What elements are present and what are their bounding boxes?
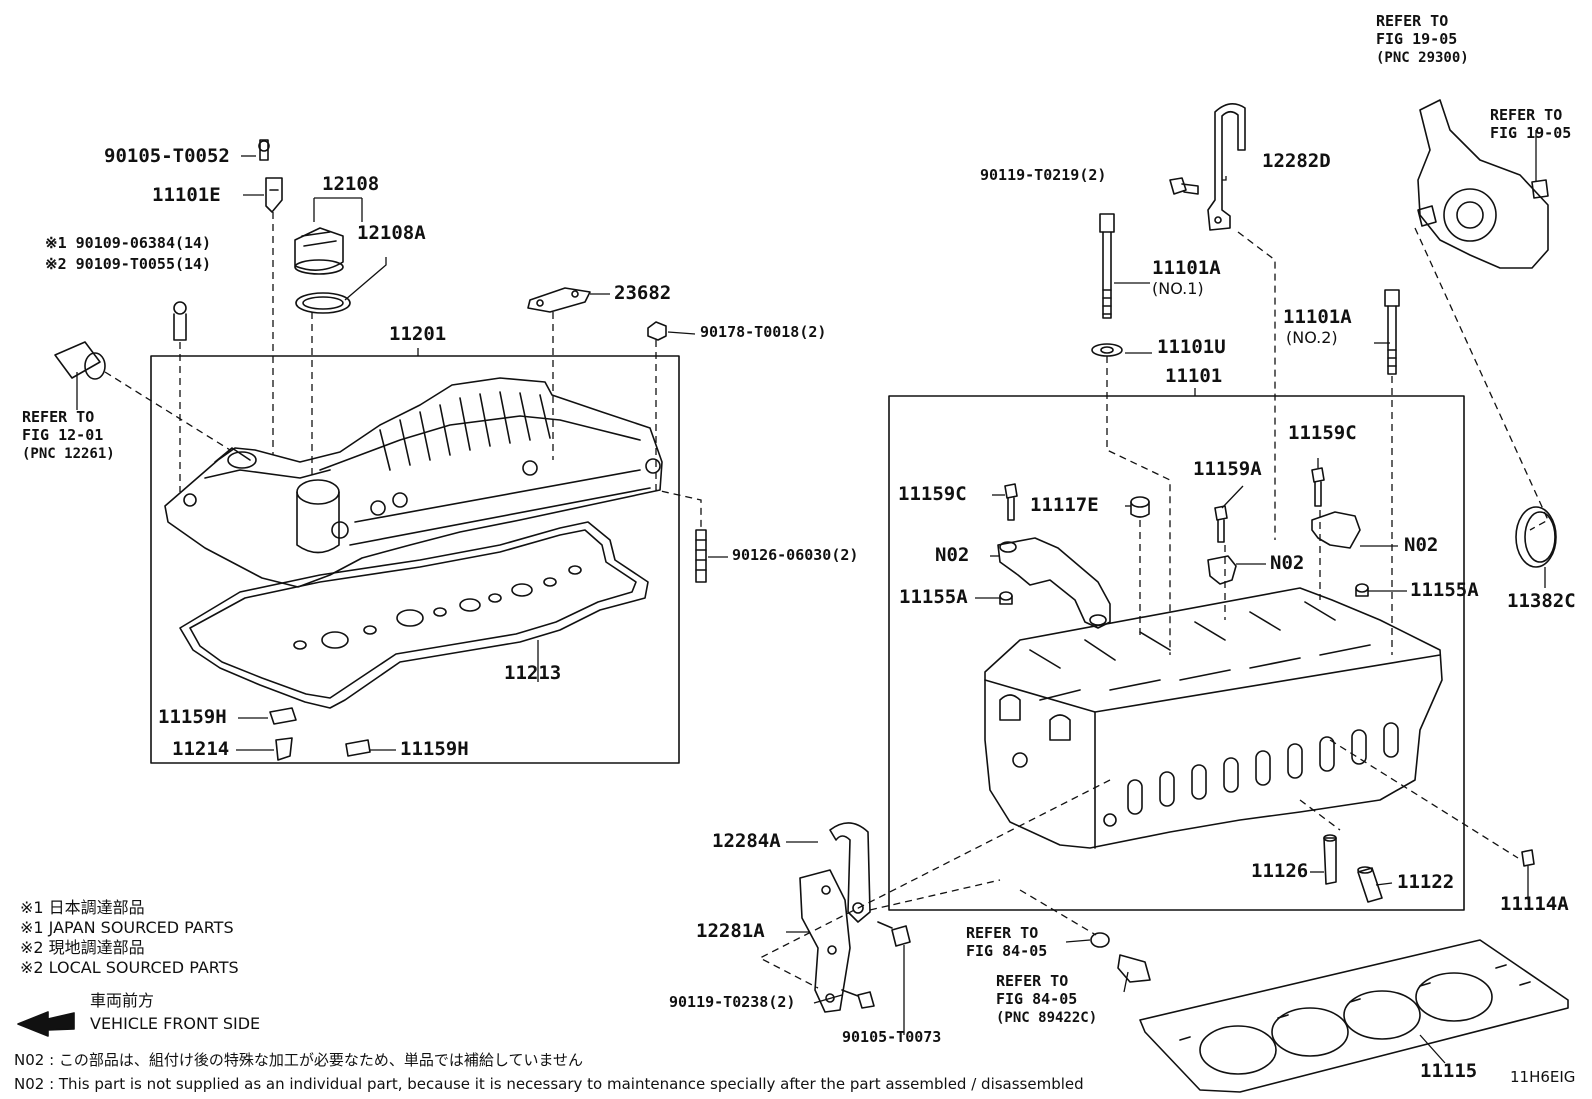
sensor-drawing: [173, 139, 283, 341]
legend-local-en: ※2 LOCAL SOURCED PARTS: [20, 958, 239, 977]
refer-fig-19-05-right[interactable]: REFER TO FIG 19-05: [1490, 108, 1571, 141]
grommet-drawing: [269, 707, 371, 761]
label-11382c[interactable]: 11382C: [1507, 590, 1576, 612]
label-11101a-no1-sub: (NO.1): [1152, 279, 1204, 298]
label-11101u[interactable]: 11101U: [1157, 336, 1226, 358]
pipes-drawing: [1323, 834, 1535, 903]
label-11126[interactable]: 11126: [1251, 860, 1309, 882]
label-11155a-right[interactable]: 11155A: [1410, 579, 1479, 601]
label-90109-06384[interactable]: ※1 90109-06384(14): [45, 234, 212, 252]
refer-line-2: FIG 12-01: [22, 426, 104, 444]
oil-filler-cap-drawing: [294, 227, 351, 314]
refer-line-1: REFER TO: [966, 924, 1039, 942]
legend-local-jp: ※2 現地調達部品: [20, 938, 145, 957]
head-bolts-drawing: [1091, 213, 1400, 375]
label-11122[interactable]: 11122: [1397, 871, 1455, 893]
refer-fig-19-05-top[interactable]: REFER TO FIG 19-05 (PNC 29300): [1376, 12, 1469, 66]
oil-seal-drawing: [1515, 506, 1557, 568]
label-90126-06030[interactable]: 90126-06030(2): [732, 546, 859, 564]
label-90109-t0055[interactable]: ※2 90109-T0055(14): [45, 255, 212, 273]
refer-line-2: FIG 84-05: [966, 942, 1048, 960]
label-n02-middle[interactable]: N02: [1270, 552, 1305, 574]
label-11101a-no1[interactable]: 11101A: [1152, 257, 1221, 279]
front-side-jp: 車両前方: [90, 991, 155, 1010]
label-12108a[interactable]: 12108A: [357, 222, 426, 244]
label-90105-t0052[interactable]: 90105-T0052: [104, 145, 230, 167]
label-11213[interactable]: 11213: [504, 662, 562, 684]
temp-sensor-drawing: [1090, 932, 1151, 983]
valve-cover-gasket-drawing: [179, 521, 649, 709]
label-11101e[interactable]: 11101E: [152, 184, 221, 206]
label-11114a[interactable]: 11114A: [1500, 893, 1569, 915]
refer-line-1: REFER TO: [1376, 12, 1449, 30]
label-11155a-left[interactable]: 11155A: [899, 586, 968, 608]
label-11115[interactable]: 11115: [1420, 1060, 1478, 1082]
bearing-caps-drawing: [997, 511, 1361, 629]
label-n02-right[interactable]: N02: [1404, 534, 1439, 556]
nut-drawing: [647, 321, 667, 341]
small-bolts-drawing: [999, 467, 1369, 605]
label-11159c-left[interactable]: 11159C: [898, 483, 967, 505]
refer-line-1: REFER TO: [996, 972, 1069, 990]
refer-line-2: FIG 84-05: [996, 990, 1078, 1008]
stud-drawing: [695, 529, 707, 583]
label-11201[interactable]: 11201: [389, 323, 447, 345]
refer-line-1: REFER TO: [22, 408, 95, 426]
label-12108[interactable]: 12108: [322, 173, 380, 195]
refer-line-3: (PNC 89422C): [996, 1010, 1098, 1026]
label-n02-left[interactable]: N02: [935, 544, 970, 566]
front-arrow-icon: [17, 1011, 75, 1037]
hose-drawing: [54, 341, 106, 380]
label-11159a[interactable]: 11159A: [1193, 458, 1262, 480]
label-11159h-left[interactable]: 11159H: [158, 706, 227, 728]
legend-japan-en: ※1 JAPAN SOURCED PARTS: [20, 918, 234, 937]
refer-line-3: (PNC 29300): [1376, 50, 1469, 66]
refer-line-3: (PNC 12261): [22, 446, 115, 462]
label-11159h-right[interactable]: 11159H: [400, 738, 469, 760]
valve-cover-drawing: [164, 377, 663, 588]
label-11214[interactable]: 11214: [172, 738, 230, 760]
label-11101a-no2-sub: (NO.2): [1286, 328, 1338, 347]
refer-line-2: FIG 19-05: [1376, 30, 1458, 48]
label-12281a[interactable]: 12281A: [696, 920, 765, 942]
front-side-en: VEHICLE FRONT SIDE: [90, 1014, 261, 1033]
refer-fig-84-05-b[interactable]: REFER TO FIG 84-05 (PNC 89422C): [996, 972, 1098, 1026]
label-11101[interactable]: 11101: [1165, 365, 1223, 387]
hanger-bolt-drawing: [1169, 177, 1199, 195]
figure-code: 11H6EIG: [1510, 1068, 1576, 1086]
label-90178-t0018[interactable]: 90178-T0018(2): [700, 323, 827, 341]
label-23682[interactable]: 23682: [614, 282, 672, 304]
bracket-23682-drawing: [527, 287, 591, 313]
hanger-bolts-drawing: [841, 921, 911, 1009]
refer-line-1: REFER TO: [1490, 106, 1563, 124]
label-11101a-no2[interactable]: 11101A: [1283, 306, 1352, 328]
refer-fig-12-01[interactable]: REFER TO FIG 12-01 (PNC 12261): [22, 408, 115, 462]
note-n02-jp: N02 : この部品は、組付け後の特殊な加工が必要なため、単品では補給していませ…: [14, 1051, 584, 1069]
refer-line-2: FIG 19-05: [1490, 124, 1572, 142]
valve-cover-group-box: [150, 355, 680, 764]
label-90119-t0238[interactable]: 90119-T0238(2): [669, 993, 796, 1011]
label-12284a[interactable]: 12284A: [712, 830, 781, 852]
label-12282d[interactable]: 12282D: [1262, 150, 1331, 172]
hanger-12282d-drawing: [1207, 103, 1246, 231]
cylinder-head-drawing: [984, 587, 1443, 849]
label-11117e[interactable]: 11117E: [1030, 494, 1099, 516]
refer-fig-84-05-a[interactable]: REFER TO FIG 84-05: [966, 926, 1047, 959]
cylinder-head-group-box: [888, 395, 1465, 911]
legend-japan-jp: ※1 日本調達部品: [20, 898, 145, 917]
vacuum-pump-drawing: [1417, 99, 1549, 269]
label-90105-t0073[interactable]: 90105-T0073: [842, 1028, 942, 1046]
head-gasket-drawing: [1139, 939, 1569, 1093]
label-11159c-right[interactable]: 11159C: [1288, 422, 1357, 444]
label-90119-t0219[interactable]: 90119-T0219(2): [980, 166, 1107, 184]
note-n02-en: N02 : This part is not supplied as an in…: [14, 1075, 1084, 1093]
